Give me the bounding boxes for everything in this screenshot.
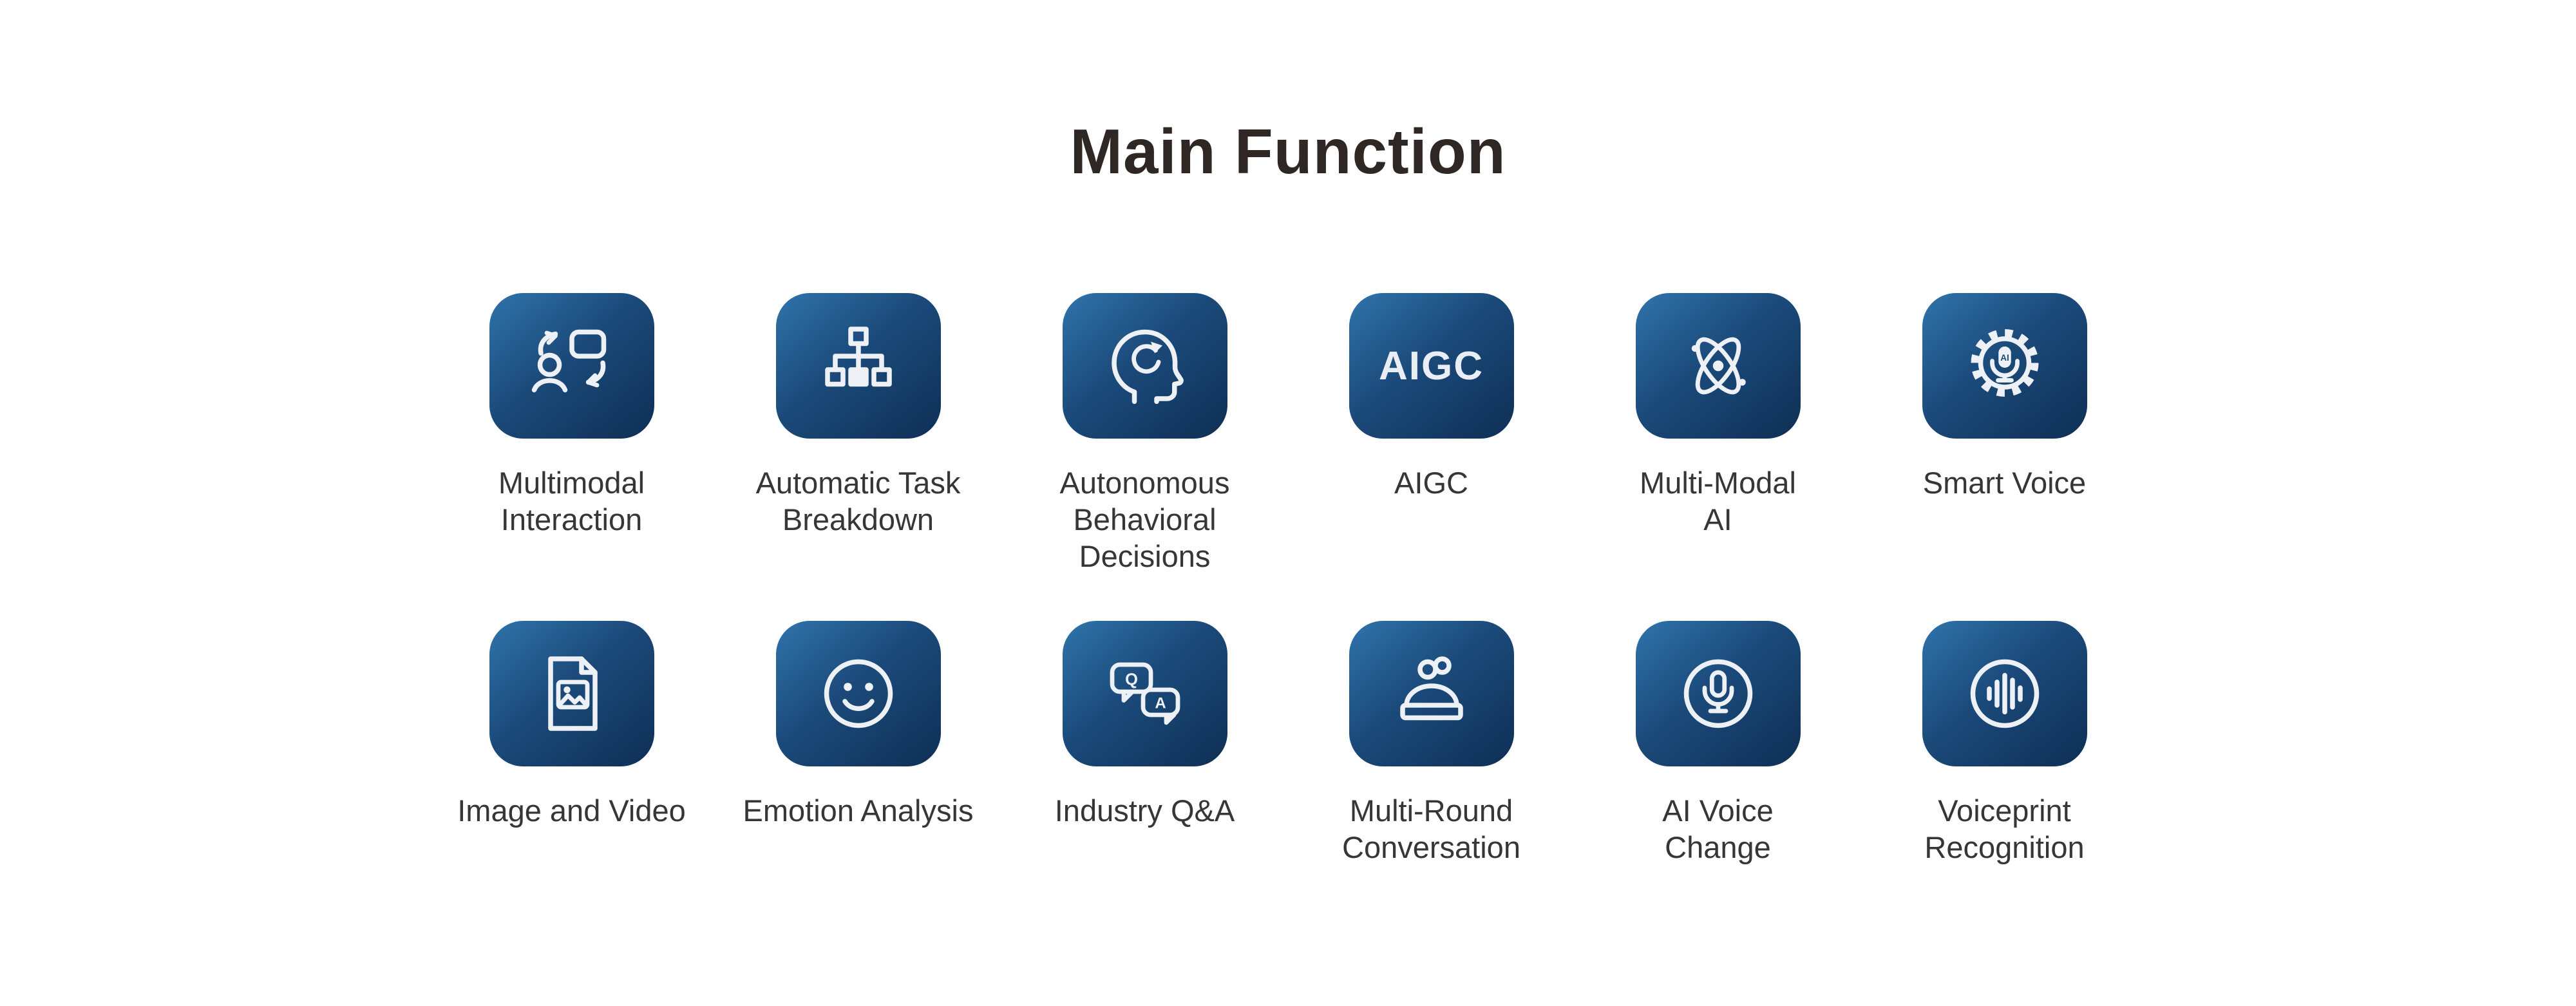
feature-multi-round-conversation: Multi-Round Conversation [1288, 621, 1575, 866]
feature-industry-qa: Q A Industry Q&A [1001, 621, 1288, 829]
task-breakdown-flowchart-icon [824, 327, 892, 387]
feature-tile [775, 621, 941, 766]
gear-microphone-icon: AI [1971, 329, 2038, 397]
feature-label: Autonomous Behavioral Decisions [1059, 466, 1230, 573]
feature-image-and-video: Image and Video [428, 621, 715, 829]
page-title: Main Function [1070, 116, 1506, 187]
feature-tile [1349, 621, 1514, 766]
feature-smart-voice: AI Smart Voice [1861, 293, 2148, 501]
feature-tile [775, 293, 941, 439]
microphone-circle-icon [1683, 659, 1752, 728]
feature-row-2: Image and Video Emotion Analysis [428, 621, 2148, 866]
feature-label: Emotion Analysis [743, 793, 974, 828]
feature-row-1: Multimodal Interaction Automatic Task Br… [428, 293, 2148, 574]
media-document-icon [547, 656, 598, 731]
feature-tile: Q A [1062, 621, 1227, 766]
feature-label: Multi-Modal AI [1640, 466, 1796, 536]
svg-text:AI: AI [2000, 353, 2009, 363]
feature-tile [1922, 621, 2087, 766]
feature-label: Image and Video [457, 793, 686, 828]
conversation-desk-icon [1399, 656, 1463, 721]
feature-autonomous-behavioral-decisions: Autonomous Behavioral Decisions [1001, 293, 1288, 574]
feature-multi-modal-ai: Multi-Modal AI [1575, 293, 1861, 538]
qa-speech-bubbles-icon: Q A [1110, 662, 1180, 725]
feature-aigc: AIGC AIGC [1288, 293, 1575, 501]
feature-grid: Multimodal Interaction Automatic Task Br… [428, 293, 2148, 866]
multimodal-interaction-icon [531, 329, 606, 393]
aigc-text-icon: AIGC [1379, 343, 1484, 388]
feature-emotion-analysis: Emotion Analysis [715, 621, 1001, 829]
feature-ai-voice-change: AI Voice Change [1575, 621, 1861, 866]
feature-label: Voiceprint Recognition [1924, 793, 2085, 864]
feature-automatic-task-breakdown: Automatic Task Breakdown [715, 293, 1001, 538]
feature-label: Multimodal Interaction [498, 466, 645, 536]
feature-tile: AI [1922, 293, 2087, 439]
feature-tile [1062, 293, 1227, 439]
atom-icon [1691, 337, 1746, 395]
feature-tile [489, 621, 654, 766]
head-refresh-icon [1111, 329, 1184, 404]
feature-label: AI Voice Change [1662, 793, 1774, 864]
feature-label: Smart Voice [1922, 466, 2087, 500]
waveform-circle-icon [1970, 659, 2039, 728]
feature-label: Industry Q&A [1054, 793, 1235, 828]
feature-multimodal-interaction: Multimodal Interaction [428, 293, 715, 538]
feature-label: AIGC [1394, 466, 1468, 500]
svg-text:Q: Q [1125, 671, 1138, 689]
feature-tile: AIGC [1349, 293, 1514, 439]
smiley-face-icon [824, 659, 893, 728]
feature-tile [489, 293, 654, 439]
feature-tile [1635, 293, 1801, 439]
feature-label: Automatic Task Breakdown [755, 466, 961, 536]
feature-label: Multi-Round Conversation [1342, 793, 1520, 864]
svg-text:A: A [1155, 695, 1166, 712]
feature-voiceprint-recognition: Voiceprint Recognition [1861, 621, 2148, 866]
feature-tile [1635, 621, 1801, 766]
